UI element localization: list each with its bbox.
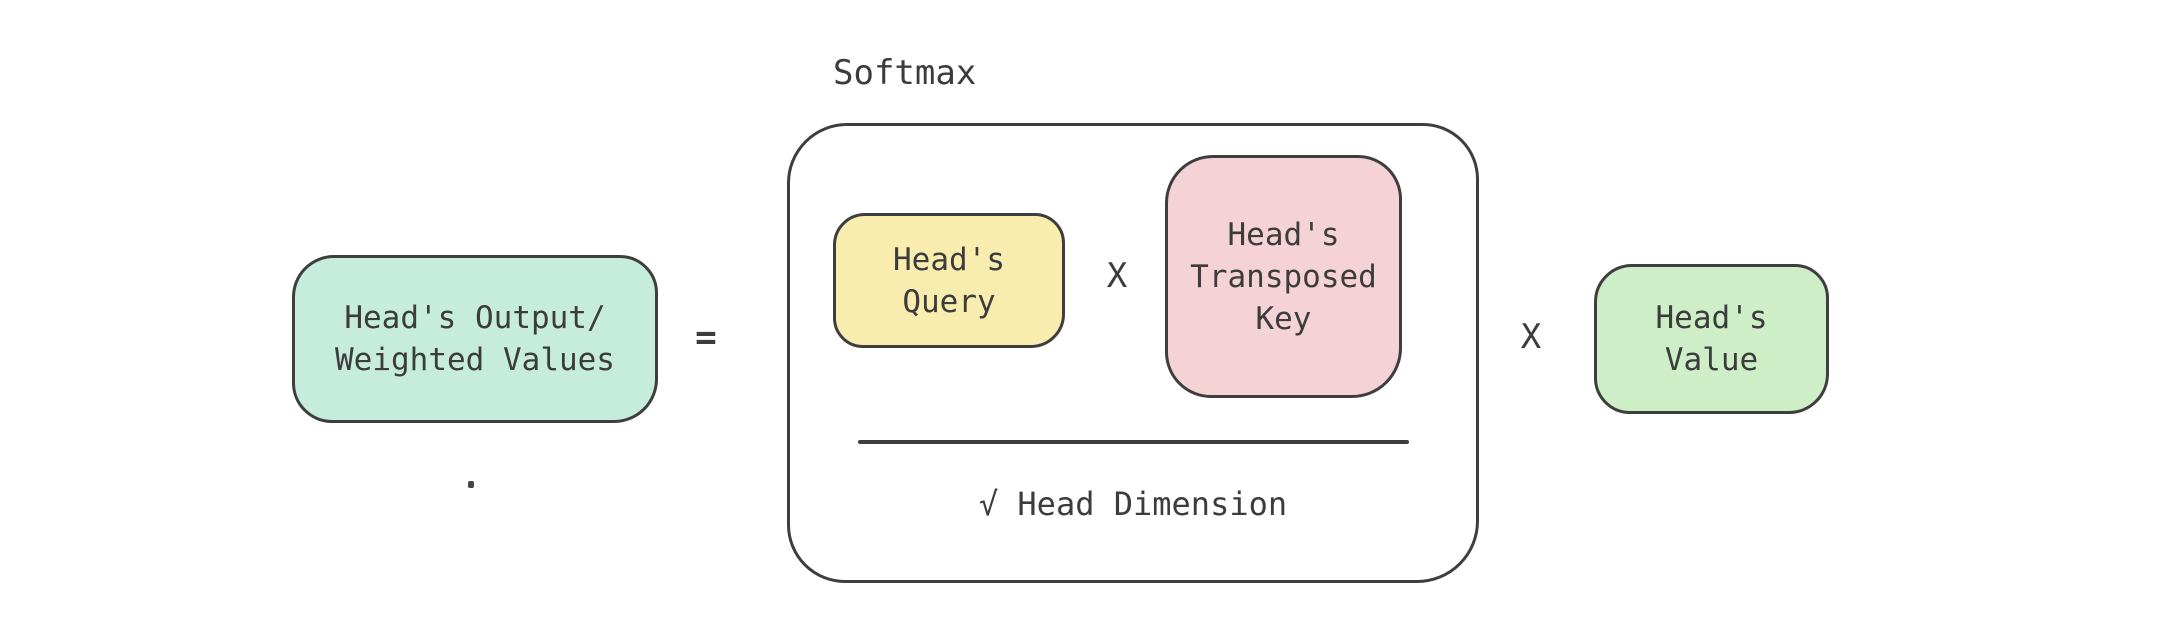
equals-sign[interactable]: = xyxy=(695,316,717,358)
head-query-box[interactable]: Head's Query xyxy=(833,213,1065,348)
head-output-label-line2: Weighted Values xyxy=(335,342,615,378)
head-transposed-key-label-line1: Head's xyxy=(1227,216,1340,253)
head-query-label: Head's Query xyxy=(893,239,1005,323)
head-output-label: Head's Output/ Weighted Values xyxy=(335,297,615,381)
head-output-label-line1: Head's Output/ xyxy=(344,300,606,336)
head-output-box[interactable]: Head's Output/ Weighted Values xyxy=(292,255,658,423)
head-value-label-line1: Head's xyxy=(1655,300,1768,336)
softmax-label[interactable]: Softmax xyxy=(833,53,977,93)
multiply-sign-outer[interactable]: X xyxy=(1520,317,1542,357)
multiply-sign-inner[interactable]: X xyxy=(1106,256,1128,296)
head-transposed-key-label-line2: Transposed xyxy=(1190,258,1377,295)
denominator-label[interactable]: √ Head Dimension xyxy=(978,485,1288,523)
head-value-label-line2: Value xyxy=(1664,342,1759,378)
head-value-box[interactable]: Head's Value xyxy=(1594,264,1829,414)
head-query-label-line1: Head's xyxy=(893,241,1005,278)
stray-dot[interactable] xyxy=(468,481,474,488)
fraction-line[interactable] xyxy=(858,440,1409,444)
head-value-label: Head's Value xyxy=(1656,297,1768,381)
head-transposed-key-label: Head's Transposed Key xyxy=(1190,214,1377,340)
head-transposed-key-label-line3: Key xyxy=(1255,300,1312,337)
head-transposed-key-box[interactable]: Head's Transposed Key xyxy=(1165,155,1402,398)
head-query-label-line2: Query xyxy=(902,283,996,320)
